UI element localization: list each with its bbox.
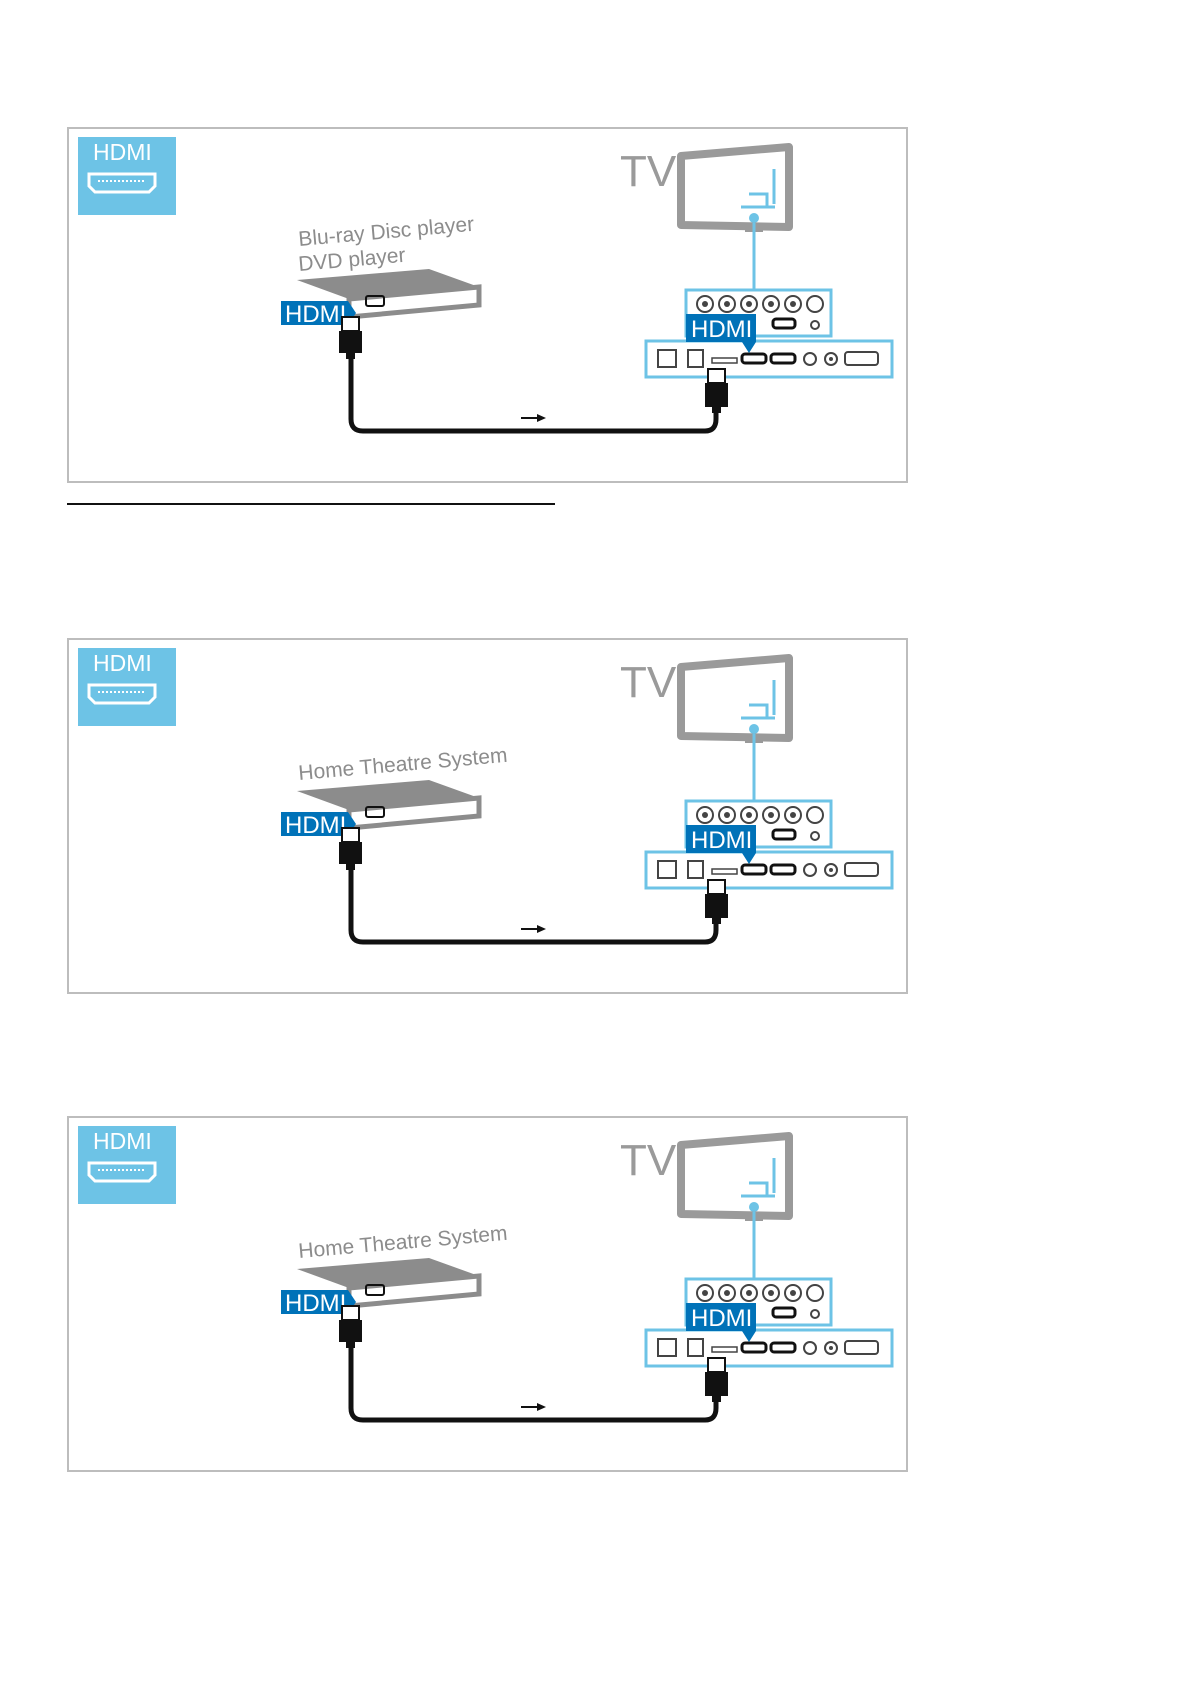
set-top-box-icon: [297, 1258, 482, 1309]
tv-hdmi-label: HDMI: [691, 316, 752, 343]
set-top-box-icon: [297, 269, 482, 320]
diagram-drawing: HDMI TV Home Theatre System HDMI: [78, 648, 894, 945]
hdmi-port-icon: [87, 683, 157, 705]
device-hdmi-label: HDMI: [285, 1290, 346, 1317]
arrow-right-icon: [521, 1403, 546, 1411]
tv-hdmi-tag: HDMI: [686, 1303, 756, 1342]
tv-hdmi-label: HDMI: [691, 1305, 752, 1332]
connection-diagram-blu-ray: HDMI TV Blu-ray Disc player DVD player: [67, 127, 908, 483]
hdmi-badge: HDMI: [78, 1126, 176, 1204]
hdmi-port-icon: [87, 1161, 157, 1183]
tv-label: TV: [620, 147, 677, 196]
diagram-drawing: HDMI TV Blu-ray Disc player DVD player: [78, 137, 894, 434]
tv-connection-panel: [644, 288, 894, 379]
set-top-box-icon: [297, 780, 482, 831]
tv-label: TV: [620, 1136, 677, 1185]
hdmi-badge-label: HDMI: [93, 139, 152, 165]
connection-diagram-home-theatre-2: HDMI TV Home Theatre System HDMI: [67, 1116, 908, 1472]
arrow-right-icon: [521, 925, 546, 933]
hdmi-badge-label: HDMI: [93, 650, 152, 676]
hdmi-cable: [339, 827, 728, 945]
hdmi-badge-label: HDMI: [93, 1128, 152, 1154]
tv-connection-panel: [644, 799, 894, 890]
device-hdmi-label: HDMI: [285, 812, 346, 839]
tv-monitor-icon: [677, 654, 793, 743]
tv-monitor-icon: [677, 143, 793, 232]
connection-diagram-home-theatre: HDMI TV Home Theatre System HDMI: [67, 638, 908, 994]
device-label-line-1: Home Theatre System: [297, 744, 508, 785]
device-hdmi-label: HDMI: [285, 301, 346, 328]
hdmi-badge: HDMI: [78, 648, 176, 726]
device-label-line-1: Home Theatre System: [297, 1222, 508, 1263]
tv-hdmi-tag: HDMI: [686, 314, 756, 353]
tv-label: TV: [620, 658, 677, 707]
hdmi-cable: [339, 1305, 728, 1423]
tv-hdmi-tag: HDMI: [686, 825, 756, 864]
hdmi-cable: [339, 316, 728, 434]
tv-hdmi-label: HDMI: [691, 827, 752, 854]
tv-monitor-icon: [677, 1132, 793, 1221]
arrow-right-icon: [521, 414, 546, 422]
hdmi-port-icon: [87, 172, 157, 194]
device-hdmi-tag: HDMI: [281, 812, 356, 839]
device-hdmi-tag: HDMI: [281, 301, 356, 328]
tv-connection-panel: [644, 1277, 894, 1368]
device-hdmi-tag: HDMI: [281, 1290, 356, 1317]
hdmi-badge: HDMI: [78, 137, 176, 215]
separator-line: [67, 503, 555, 505]
diagram-drawing: HDMI TV Home Theatre System HDMI: [78, 1126, 894, 1423]
